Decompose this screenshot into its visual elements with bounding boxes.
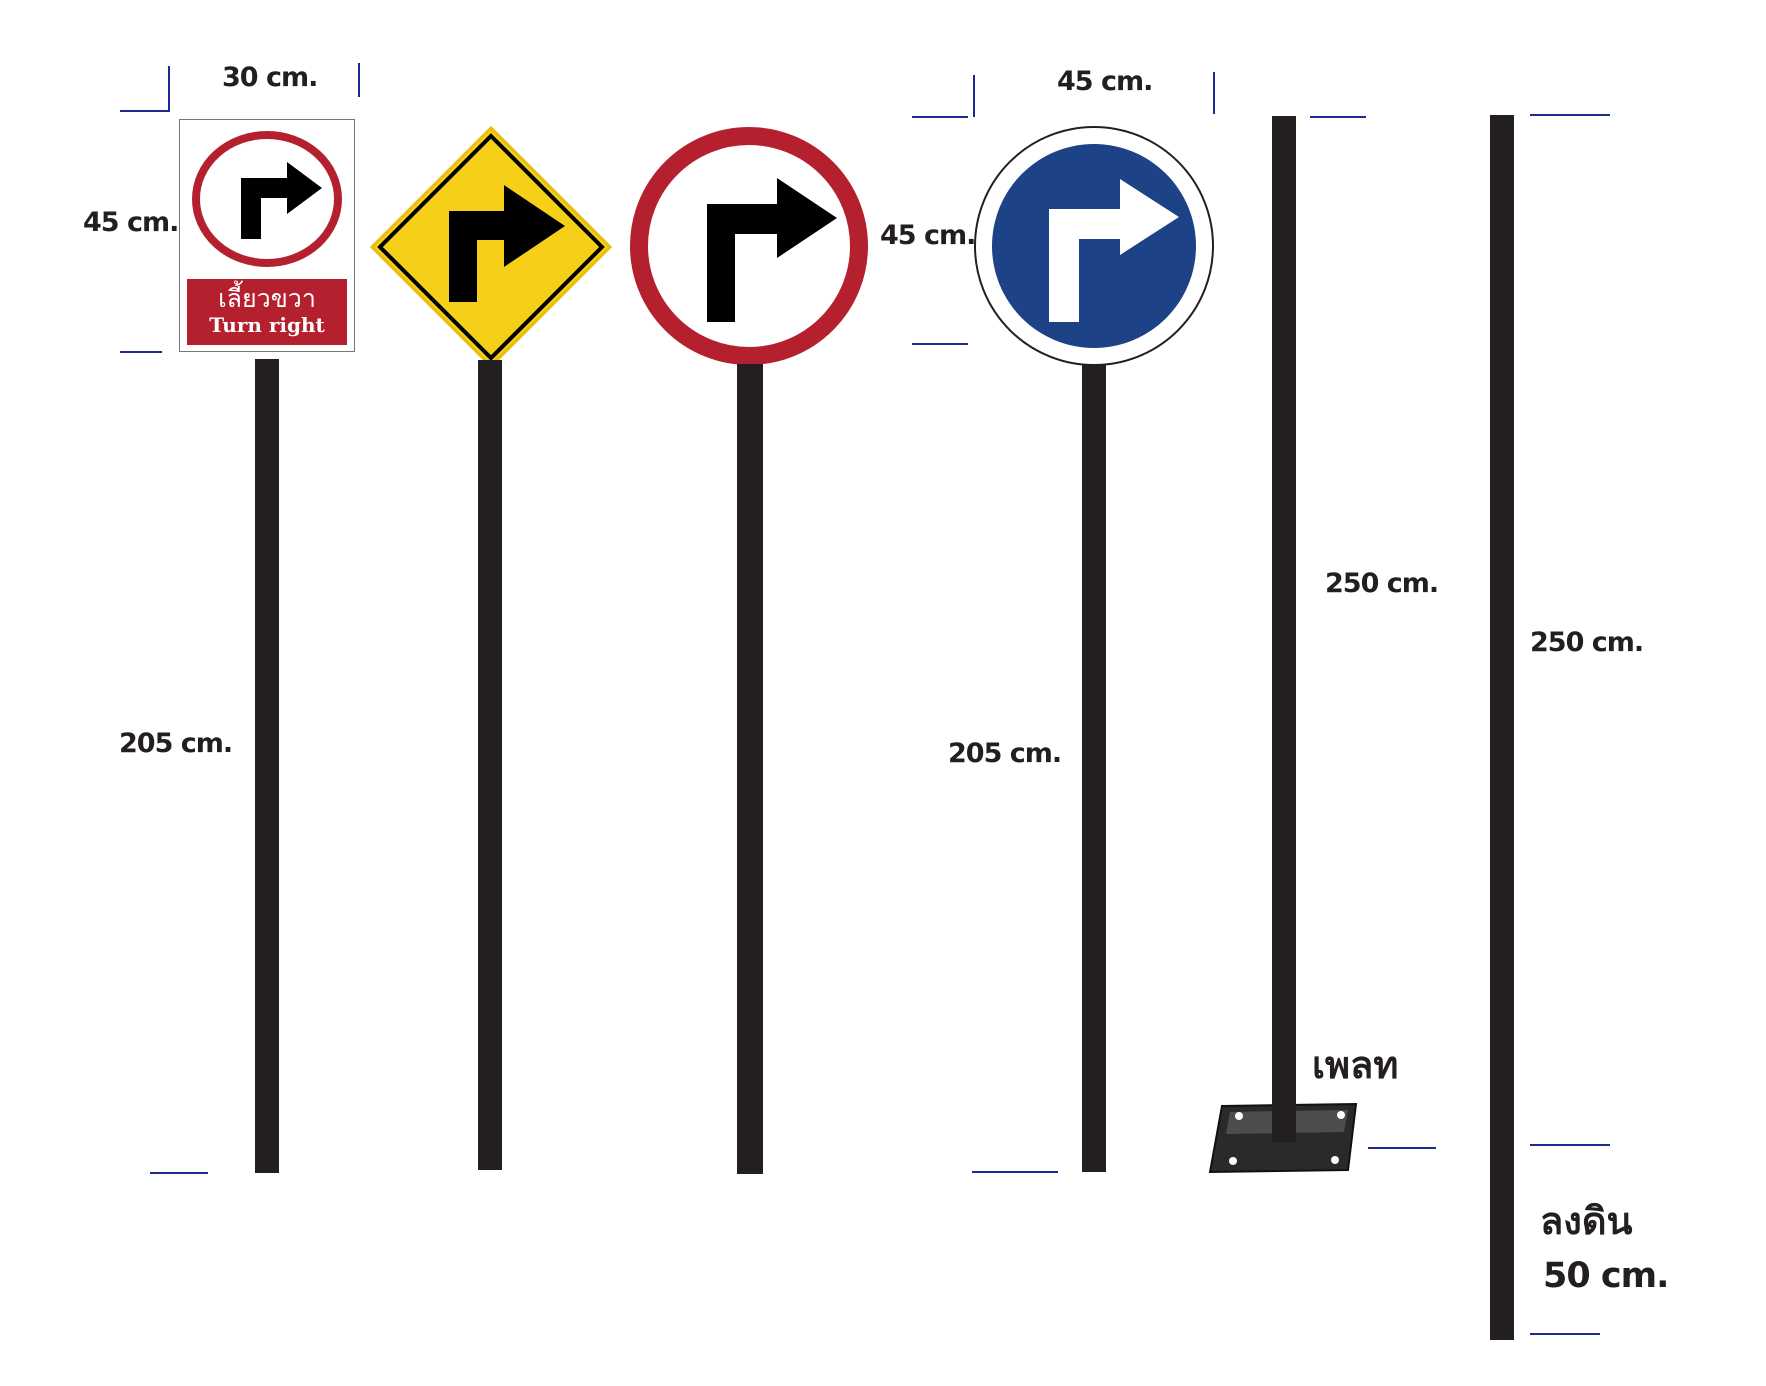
turn-right-arrow-icon: [449, 185, 565, 302]
pole6-shaft: [1490, 115, 1514, 1340]
red-ring-circle-sign: [630, 127, 868, 365]
turn-right-arrow-icon: [1049, 179, 1179, 322]
pole5-top-tick: [1310, 116, 1366, 118]
sign1-right-tick: [358, 63, 360, 97]
pole6-top-tick: [1530, 114, 1610, 116]
sign4-right-tick: [1213, 72, 1215, 114]
sign1-pole-height-label: 205 cm.: [119, 728, 233, 759]
blue-mandatory-circle-sign: [974, 126, 1214, 366]
sign4-height-label: 45 cm.: [880, 220, 976, 251]
sign1-pole: [255, 359, 279, 1173]
turn-right-panel-sign: เลี้ยวขวา Turn right: [179, 119, 355, 352]
pole6-bottom-tick: [1530, 1333, 1600, 1335]
sign1-left-tick: [168, 66, 170, 110]
sign1-thai-label: เลี้ยวขวา: [218, 284, 316, 313]
pole5-height-label: 250 cm.: [1325, 568, 1439, 599]
sign1-ground-tick: [150, 1172, 208, 1174]
sign1-label-band: เลี้ยวขวา Turn right: [187, 279, 347, 345]
pole6-ground-tick: [1530, 1144, 1610, 1146]
sign1-top-tick: [120, 110, 170, 112]
sign4-ground-tick: [972, 1171, 1058, 1173]
turn-right-arrow-icon: [241, 162, 322, 239]
pole5-shaft: [1272, 116, 1296, 1142]
sign4-pole-height-label: 205 cm.: [948, 738, 1062, 769]
sign4-pole: [1082, 364, 1106, 1172]
pole6-height-label: 250 cm.: [1530, 627, 1644, 658]
base-plate-icon: [1208, 1098, 1358, 1174]
turn-right-arrow-icon: [707, 178, 837, 322]
sign1-width-label: 30 cm.: [222, 62, 318, 93]
yellow-diamond-sign: [369, 125, 613, 369]
sign1-english-label: Turn right: [209, 313, 325, 337]
pole5-ground-tick: [1368, 1147, 1436, 1149]
sign4-top-tick: [912, 116, 968, 118]
in-ground-depth-label: 50 cm.: [1543, 1256, 1669, 1296]
sign4-bottom-tick: [912, 343, 968, 345]
in-ground-label: ลงดิน: [1540, 1199, 1633, 1243]
base-plate-label: เพลท: [1312, 1043, 1399, 1087]
sign1-roundel: [192, 131, 342, 267]
sign1-bottom-tick: [120, 351, 162, 353]
sign4-left-tick: [973, 75, 975, 117]
sign4-width-label: 45 cm.: [1057, 66, 1153, 97]
sign3-pole: [737, 364, 763, 1174]
sign1-height-label: 45 cm.: [83, 207, 179, 238]
sign2-pole: [478, 360, 502, 1170]
